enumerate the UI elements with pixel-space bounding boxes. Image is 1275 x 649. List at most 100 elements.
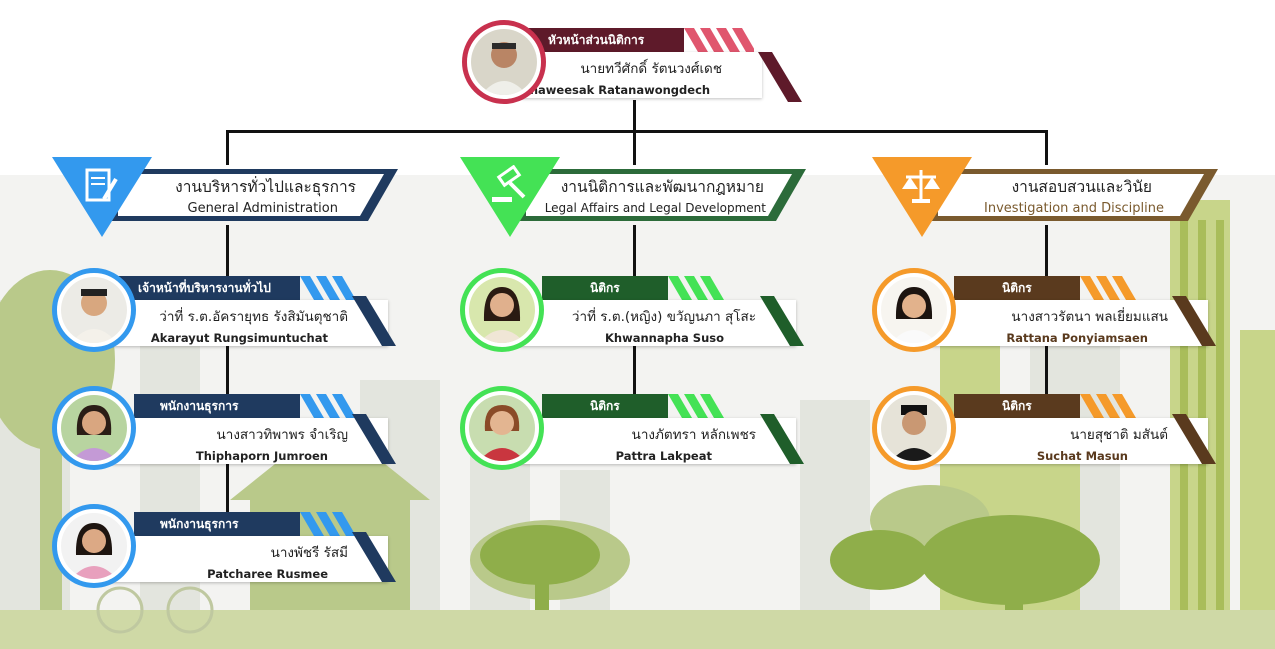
connector-line [226, 225, 229, 540]
card-tail [352, 414, 396, 464]
staff-avatar [52, 504, 136, 588]
dept-title-en: Legal Affairs and Legal Development [544, 201, 766, 215]
staff-card: นิติกร ว่าที่ ร.ต.(หญิง) ขวัญนภา สุโสะ K… [460, 268, 810, 358]
scales-icon [902, 170, 940, 203]
card-tail [760, 296, 804, 346]
card-stripes [1080, 394, 1136, 418]
staff-name-en: Rattana Ponyiamsaen [1006, 331, 1148, 345]
staff-card: พนักงานธุรการ นางพัชรี รัสมี Patcharee R… [52, 504, 402, 594]
card-tail [352, 532, 396, 582]
person-photo-icon [469, 395, 535, 461]
staff-role-label: นิติกร [590, 399, 620, 413]
staff-name-en: Patcharee Rusmee [207, 567, 328, 581]
connector-line [226, 130, 229, 165]
staff-namebar: นางพัชรี รัสมี Patcharee Rusmee [112, 536, 388, 582]
staff-avatar [872, 268, 956, 352]
staff-role-label: นิติกร [590, 281, 620, 295]
staff-namebar: นางสาวทิพาพร จำเริญ Thiphaporn Jumroen [112, 418, 388, 464]
dept-header-admin: งานบริหารทั่วไปและธุรการ General Adminis… [52, 157, 402, 237]
head-tail [758, 52, 802, 102]
staff-role-ribbon: นิติกร [542, 276, 668, 300]
person-photo-icon [469, 277, 535, 343]
staff-name-th: นายสุชาติ มสันต์ [1070, 427, 1168, 443]
staff-role-ribbon: นิติกร [954, 394, 1080, 418]
staff-role-ribbon: เจ้าหน้าที่บริหารงานทั่วไป [114, 276, 300, 300]
card-tail [352, 296, 396, 346]
staff-avatar [872, 386, 956, 470]
dept-header-box [932, 169, 1218, 221]
staff-name-en: Thiphaporn Jumroen [195, 449, 328, 463]
staff-namebar: นายสุชาติ มสันต์ Suchat Masun [932, 418, 1208, 464]
person-photo-icon [471, 29, 537, 95]
card-stripes [300, 276, 356, 300]
staff-avatar [460, 268, 544, 352]
dept-header-legal: งานนิติการและพัฒนากฎหมาย Legal Affairs a… [460, 157, 810, 237]
dept-header-box [520, 169, 806, 221]
staff-role-label: เจ้าหน้าที่บริหารงานทั่วไป [138, 281, 271, 295]
staff-card: นิติกร นายสุชาติ มสันต์ Suchat Masun [872, 386, 1222, 476]
staff-avatar [52, 268, 136, 352]
staff-name-th: นางสาวรัตนา พลเยี่ยมแสน [1011, 309, 1168, 325]
person-photo-icon [881, 395, 947, 461]
head-name-en: Thaweesak Ratanawongdech [522, 83, 711, 97]
head-role-ribbon: หัวหน้าส่วนนิติการ [524, 28, 684, 52]
staff-card: นิติกร นางภัตทรา หลักเพชร Pattra Lakpeat [460, 386, 810, 476]
staff-name-en: Pattra Lakpeat [615, 449, 712, 463]
staff-role-label: นิติกร [1002, 281, 1032, 295]
staff-avatar [460, 386, 544, 470]
staff-namebar: นางภัตทรา หลักเพชร Pattra Lakpeat [520, 418, 796, 464]
document-pen-icon [85, 168, 118, 202]
card-tail [1172, 414, 1216, 464]
dept-header-discipline: งานสอบสวนและวินัย Investigation and Disc… [872, 157, 1222, 237]
staff-avatar [52, 386, 136, 470]
dept-title-th: งานนิติการและพัฒนากฎหมาย [560, 178, 764, 196]
staff-card: พนักงานธุรการ นางสาวทิพาพร จำเริญ Thipha… [52, 386, 402, 476]
staff-card: เจ้าหน้าที่บริหารงานทั่วไป ว่าที่ ร.ต.อั… [52, 268, 402, 358]
staff-namebar: นางสาวรัตนา พลเยี่ยมแสน Rattana Ponyiams… [932, 300, 1208, 346]
head-name-th: นายทวีศักดิ์ รัตนวงศ์เดช [580, 61, 722, 77]
staff-name-th: นางพัชรี รัสมี [270, 545, 348, 561]
head-avatar [462, 20, 546, 104]
staff-name-th: นางภัตทรา หลักเพชร [631, 427, 756, 443]
card-stripes [1080, 276, 1136, 300]
person-photo-icon [881, 277, 947, 343]
staff-name-en: Akarayut Rungsimuntuchat [150, 331, 328, 345]
head-card: หัวหน้าส่วนนิติการ นายทวีศักดิ์ รัตนวงศ์… [462, 20, 812, 110]
card-stripes [668, 276, 724, 300]
staff-role-ribbon: นิติกร [954, 276, 1080, 300]
connector-line [633, 130, 636, 165]
staff-name-en: Suchat Masun [1036, 449, 1128, 463]
dept-title-th: งานบริหารทั่วไปและธุรการ [175, 178, 356, 196]
staff-name-th: ว่าที่ ร.ต.อัครายุทธ รังสิมันตุชาติ [159, 309, 348, 325]
connector-line [633, 100, 636, 132]
card-stripes [668, 394, 724, 418]
card-tail [1172, 296, 1216, 346]
person-photo-icon [61, 395, 127, 461]
staff-namebar: ว่าที่ ร.ต.(หญิง) ขวัญนภา สุโสะ Khwannap… [520, 300, 796, 346]
person-photo-icon [61, 277, 127, 343]
head-stripes [684, 28, 754, 52]
staff-name-th: ว่าที่ ร.ต.(หญิง) ขวัญนภา สุโสะ [571, 309, 756, 325]
staff-role-label: นิติกร [1002, 399, 1032, 413]
dept-title-en: General Administration [187, 201, 339, 216]
staff-role-ribbon: นิติกร [542, 394, 668, 418]
staff-role-ribbon: พนักงานธุรการ [134, 394, 300, 418]
gavel-icon [492, 165, 526, 202]
connector-line [1045, 130, 1048, 165]
dept-title-th: งานสอบสวนและวินัย [1011, 178, 1152, 196]
dept-title-en: Investigation and Discipline [984, 201, 1164, 216]
staff-namebar: ว่าที่ ร.ต.อัครายุทธ รังสิมันตุชาติ Akar… [112, 300, 388, 346]
staff-role-label: พนักงานธุรการ [160, 517, 239, 531]
staff-role-label: พนักงานธุรการ [160, 399, 239, 413]
dept-header-triangle [52, 157, 152, 237]
card-stripes [300, 394, 356, 418]
connector-line [226, 130, 1048, 133]
card-stripes [300, 512, 356, 536]
card-tail [760, 414, 804, 464]
person-photo-icon [61, 513, 127, 579]
staff-card: นิติกร นางสาวรัตนา พลเยี่ยมแสน Rattana P… [872, 268, 1222, 358]
head-role-label: หัวหน้าส่วนนิติการ [548, 33, 645, 47]
staff-role-ribbon: พนักงานธุรการ [134, 512, 300, 536]
dept-header-box [112, 169, 398, 221]
staff-name-en: Khwannapha Suso [604, 331, 724, 345]
